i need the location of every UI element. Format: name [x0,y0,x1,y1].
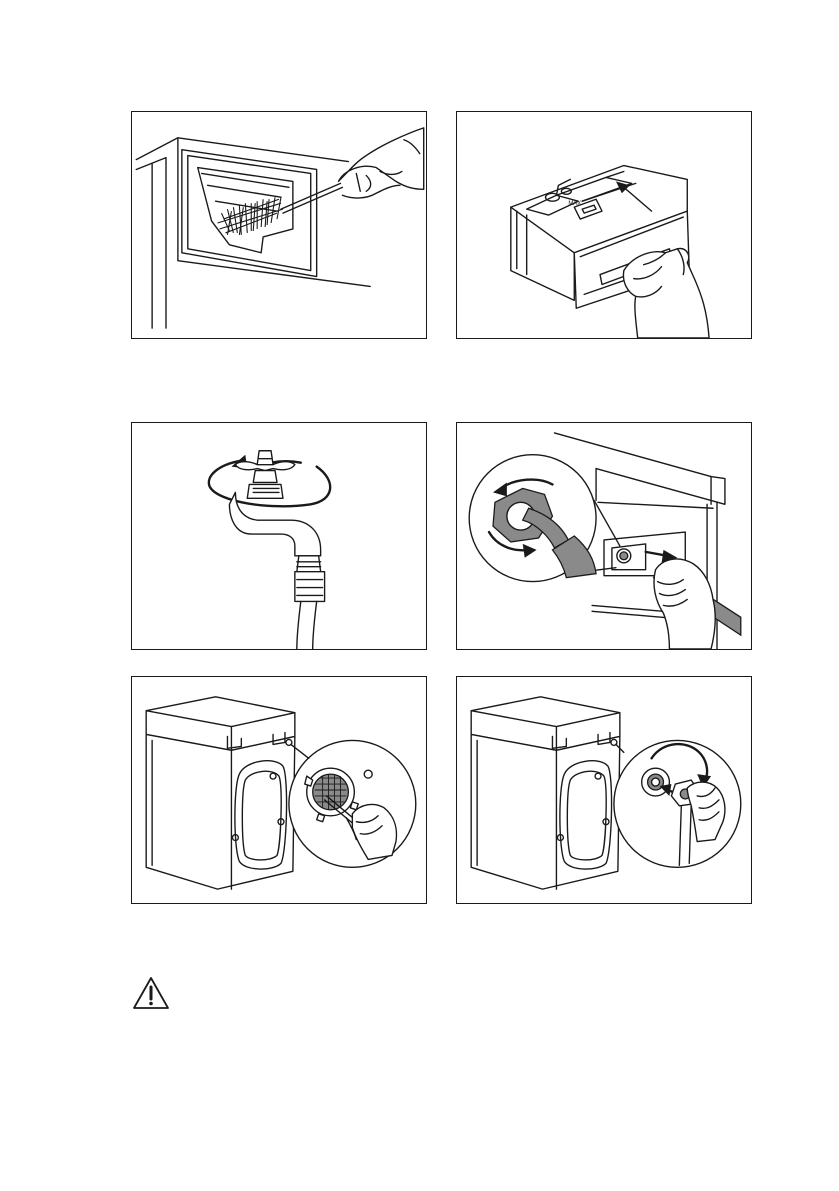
water-tap-close-illustration [131,422,427,650]
dispenser-drawer-insert-illustration: MAX [456,111,752,339]
svg-text:MAX: MAX [568,201,581,207]
inlet-hose-reattach-illustration [456,676,752,904]
warning-triangle-icon [131,975,171,1011]
inlet-hose-unscrew-illustration [456,422,752,650]
inlet-filter-brush-clean-illustration [131,676,427,904]
dispenser-brush-cleaning-illustration [131,111,427,339]
